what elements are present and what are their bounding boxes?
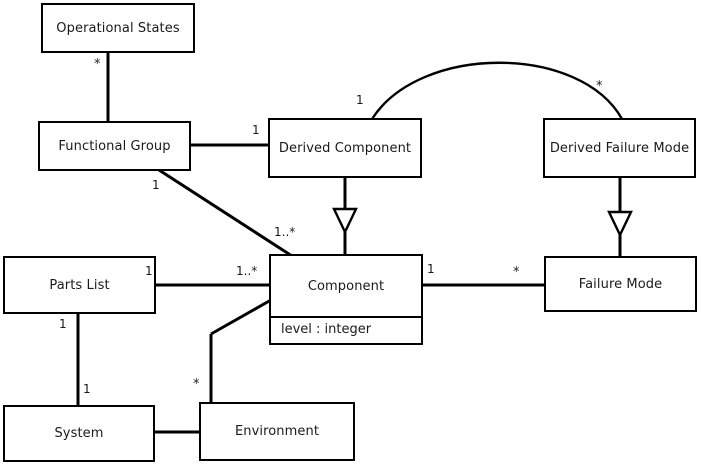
multiplicity-environment-component: * xyxy=(193,377,200,392)
multiplicity-component-failure-mode: 1 xyxy=(427,262,435,276)
class-name-derived-component: Derived Component xyxy=(278,140,412,156)
multiplicity-parts-list-component: 1 xyxy=(145,264,153,278)
multiplicity-failure-mode-component: * xyxy=(513,265,520,280)
class-box-environment[interactable]: Environment xyxy=(199,402,355,461)
multiplicity-component-functional-group: 1..* xyxy=(274,225,296,239)
edge-environment-component-diagonal xyxy=(210,298,272,336)
class-name-operational-states: Operational States xyxy=(56,20,180,36)
class-name-derived-failure-mode: Derived Failure Mode xyxy=(549,140,690,156)
attribute-compartment-component: level : integer xyxy=(271,316,421,342)
multiplicity-parts-list-system: 1 xyxy=(59,317,67,331)
class-box-component[interactable]: Component level : integer xyxy=(269,254,423,345)
multiplicity-operational-states-functional-group: * xyxy=(94,57,101,72)
edge-functional-group-component xyxy=(158,168,293,258)
class-name-failure-mode: Failure Mode xyxy=(578,276,663,292)
multiplicity-system-parts-list: 1 xyxy=(83,382,91,396)
class-name-system: System xyxy=(54,426,104,441)
attribute-level: level : integer xyxy=(281,322,372,337)
class-box-derived-component[interactable]: Derived Component xyxy=(268,118,422,178)
class-box-failure-mode[interactable]: Failure Mode xyxy=(544,256,697,312)
edge-derived-component-derived-failure-mode xyxy=(370,61,624,120)
multiplicity-derived-component-arc: 1 xyxy=(356,93,364,107)
generalization-triangle-component xyxy=(332,207,358,235)
multiplicity-functional-group-derived-component: 1 xyxy=(252,123,260,137)
class-name-functional-group: Functional Group xyxy=(58,138,171,154)
multiplicity-functional-group-component: 1 xyxy=(152,178,160,192)
class-box-operational-states[interactable]: Operational States xyxy=(41,3,195,53)
class-name-parts-list: Parts List xyxy=(49,277,110,293)
class-box-derived-failure-mode[interactable]: Derived Failure Mode xyxy=(543,118,696,178)
class-name-environment: Environment xyxy=(234,424,320,439)
class-box-parts-list[interactable]: Parts List xyxy=(3,256,156,314)
generalization-triangle-failure-mode xyxy=(607,210,633,238)
class-name-component: Component xyxy=(307,278,385,294)
multiplicity-derived-failure-mode-arc: * xyxy=(596,79,603,94)
multiplicity-component-parts-list: 1..* xyxy=(236,264,258,278)
class-box-system[interactable]: System xyxy=(3,405,155,462)
class-box-functional-group[interactable]: Functional Group xyxy=(38,121,191,171)
